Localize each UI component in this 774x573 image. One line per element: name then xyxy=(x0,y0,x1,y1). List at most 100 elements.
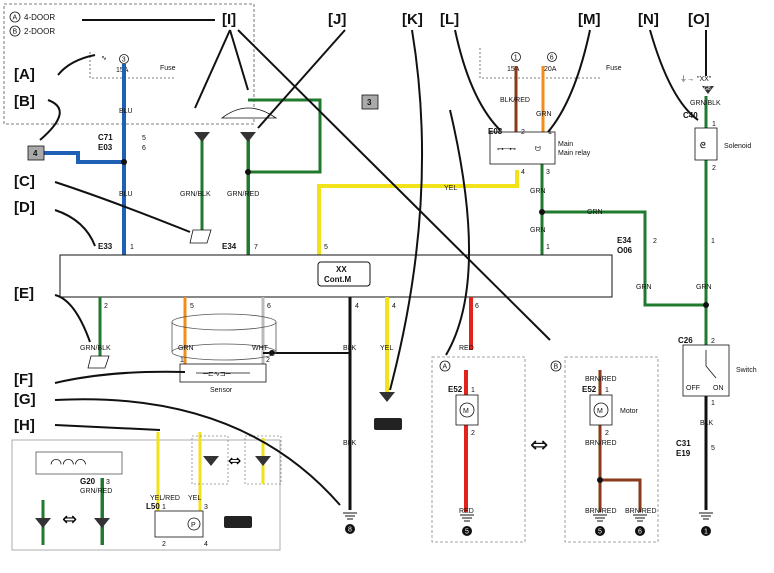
switch-label: Switch xyxy=(736,367,757,374)
variant-b-frame xyxy=(564,356,659,543)
fuse-right-amp1: 15A xyxy=(507,66,520,73)
wire-label-inset-grn-red: GRN/RED xyxy=(80,488,112,495)
conn-c40-pin1: 1 xyxy=(712,121,716,128)
conn-g20-pin: 3 xyxy=(106,479,110,486)
conn-e34b: E34 xyxy=(617,236,632,245)
conn-pin1b: 1 xyxy=(546,244,550,251)
sensor-pin2: 2 xyxy=(266,357,270,364)
fuse-right-num1-circle xyxy=(511,52,521,62)
conn-g20: G20 xyxy=(80,477,96,486)
connector-inset-grn-icon xyxy=(35,518,51,528)
conn-c40-pin2: 2 xyxy=(712,165,716,172)
wire-label-yel-red-l50: YEL/RED xyxy=(150,495,180,502)
blu-splice xyxy=(121,159,127,165)
callout-n: [N] xyxy=(638,11,659,28)
callout-m: [M] xyxy=(578,11,601,28)
conn-e52b: E52 xyxy=(582,385,597,394)
conn-e03: E03 xyxy=(98,143,113,152)
conn-c40: C40 xyxy=(683,111,698,120)
callout-j: [J] xyxy=(328,11,346,28)
wire-label-grn-red: GRN/RED xyxy=(227,191,259,198)
wire-label-blk-a: BLK xyxy=(343,345,357,352)
legend-a-circle xyxy=(9,11,21,23)
l50-ref-badge xyxy=(224,516,252,528)
main-relay-contact: ⊶─⊷ xyxy=(497,146,516,153)
conn-pin4a: 4 xyxy=(355,303,359,310)
conn-e34: E34 xyxy=(222,242,237,251)
conn-e03-pin: 6 xyxy=(142,145,146,152)
connector-yel-inset-2-icon xyxy=(255,456,271,466)
wire-label-blu-top: BLU xyxy=(119,108,133,115)
conn-l50-p3: 3 xyxy=(204,504,208,511)
motor-a-m: M xyxy=(463,408,469,415)
sensor-pin1: 1 xyxy=(180,357,184,364)
conn-e08: E08 xyxy=(488,127,503,136)
wire-label-blu-bottom: BLU xyxy=(119,191,133,198)
connector-yel-icon xyxy=(379,392,395,402)
sensor-resistor-symbol: ─⊏∿⊐─ xyxy=(202,371,231,378)
conn-e34b-pin: 2 xyxy=(653,238,657,245)
conn-e52a-p2: 2 xyxy=(471,430,475,437)
connector-e-icon xyxy=(87,355,110,369)
wire-label-grn-right-c: GRN xyxy=(696,284,712,291)
brn-splice xyxy=(597,477,603,483)
legend-frame xyxy=(3,3,255,125)
inset-conn-frame-1 xyxy=(191,435,229,485)
wire-label-blk-right: BLK xyxy=(700,420,714,427)
conn-pin1c: 1 xyxy=(711,238,715,245)
wire-label-blk-b: BLK xyxy=(343,440,357,447)
motor-a-box xyxy=(455,394,479,426)
ground-8-label: 8 xyxy=(348,527,352,534)
fuse-left-num-circle xyxy=(119,54,129,64)
wire-label-grn-fuse: GRN xyxy=(536,111,552,118)
connector-yel-ref-badge xyxy=(374,418,402,430)
motor-label: Motor xyxy=(620,408,639,415)
conn-pin5e: 5 xyxy=(190,303,194,310)
wire-label-grn-relay: GRN xyxy=(530,188,546,195)
sensor-sides xyxy=(171,322,277,352)
fuse-right-amp2: 20A xyxy=(544,66,557,73)
conn-l50-p2: 2 xyxy=(162,541,166,548)
legend-a-mark: A xyxy=(13,15,18,22)
ref-box-top xyxy=(361,94,379,110)
fuse-left-box xyxy=(89,52,175,79)
conn-e52b-p2: 2 xyxy=(605,430,609,437)
ground-6-icon xyxy=(633,514,647,536)
wire-label-wht: WHT xyxy=(252,345,269,352)
ref-box-top-label: 3 xyxy=(367,98,372,107)
wire-label-yel-down: YEL xyxy=(380,345,393,352)
ref-box-left-label: 4 xyxy=(33,149,38,158)
grn-splice-b xyxy=(703,302,709,308)
legend-b-circle xyxy=(9,25,21,37)
ground-ref-symbol: ⏚→ xyxy=(680,75,694,83)
wire-label-brn-red-a: BRN/RED xyxy=(585,376,617,383)
legend-b-mark: B xyxy=(13,29,18,36)
solenoid-label: Solenoid xyxy=(724,143,751,150)
wire-label-grn-blk-e: GRN/BLK xyxy=(80,345,111,352)
conn-c26-pin1: 1 xyxy=(711,400,715,407)
l50-p: P xyxy=(191,522,196,529)
main-relay-label: Main relay xyxy=(558,150,591,157)
fuse-right-num2-circle xyxy=(547,52,557,62)
ref-box-left xyxy=(27,145,45,161)
wire-label-grn-right-a: GRN xyxy=(587,209,603,216)
ground-5a-label: 5 xyxy=(465,529,469,536)
wire-brn-red-d xyxy=(600,478,642,512)
conn-c26-pin2: 2 xyxy=(711,338,715,345)
conn-e52a-p1: 1 xyxy=(471,387,475,394)
g8-connector-icon xyxy=(702,86,714,94)
wire-label-grn-blk: GRN/BLK xyxy=(180,191,211,198)
main-relay-box xyxy=(489,131,556,165)
callout-d: [D] xyxy=(14,199,35,216)
wire-label-red-a: RED xyxy=(459,345,474,352)
wire-label-brn-red-b: BRN/RED xyxy=(585,440,617,447)
variant-b-marker xyxy=(550,360,562,372)
conn-pin6b: 6 xyxy=(475,303,479,310)
legend-b-label: 2-DOOR xyxy=(24,27,55,36)
fuse-right-num2: 6 xyxy=(550,55,554,62)
callout-i: [I] xyxy=(222,11,236,28)
conn-e08-pin3: 3 xyxy=(546,169,550,176)
conn-e19: E19 xyxy=(676,449,691,458)
ground-ref-label: "XX" xyxy=(697,76,712,83)
